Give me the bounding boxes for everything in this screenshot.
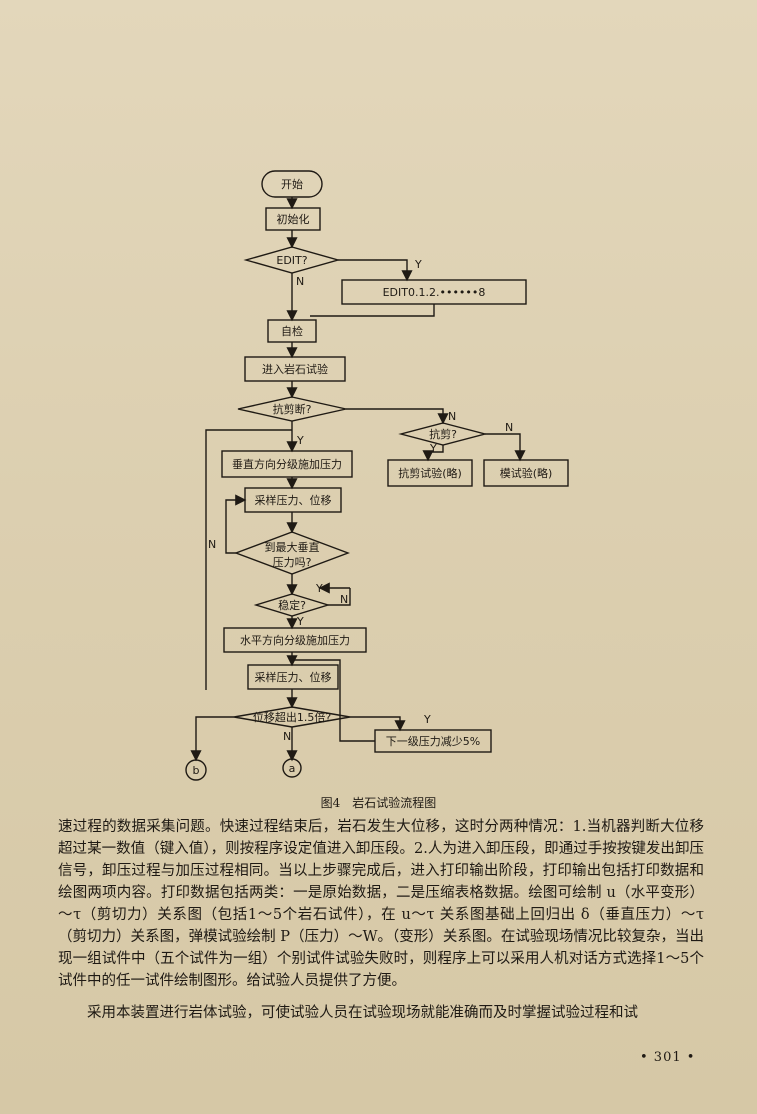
connector-b-label: b — [193, 764, 200, 777]
horizload-label: 水平方向分级施加压力 — [240, 633, 350, 647]
init-box — [265, 207, 321, 231]
editbox-label: EDIT0.1.2.••••••8 — [383, 286, 486, 299]
sheartest-label: 抗剪试验(略) — [398, 466, 462, 480]
sheartest-box — [387, 459, 473, 487]
exceed-label: 位移超出1.5倍? — [253, 710, 331, 724]
shear-yes-label: Y — [429, 442, 437, 455]
maxvert-no-label: N — [208, 538, 216, 551]
connector-b — [185, 759, 207, 781]
sample1-label: 采样压力、位移 — [255, 493, 332, 507]
exceed-no-label: N — [283, 730, 291, 743]
vertload-label: 垂直方向分级施加压力 — [232, 457, 342, 471]
exceed-yes-label: Y — [423, 713, 431, 726]
shearbreak-yes-label: Y — [296, 434, 304, 447]
edit-no-label: N — [296, 275, 304, 288]
maxvert-yes-label: Y — [315, 582, 323, 595]
stable-yes-label: Y — [296, 615, 304, 628]
stable-no-label: N — [340, 593, 348, 606]
modtest-label: 模试验(略) — [500, 466, 553, 480]
connector-a — [282, 758, 302, 778]
enter-box — [244, 356, 346, 382]
maxvert-label-2: 压力吗? — [273, 556, 312, 569]
connector-a-label: a — [289, 762, 296, 775]
shearbreak-no-label: N — [448, 410, 456, 423]
shear-label: 抗剪? — [429, 427, 457, 441]
shear-no-label: N — [505, 421, 513, 434]
vertload-box — [221, 450, 353, 478]
edit-label: EDIT? — [276, 254, 307, 267]
enter-label: 进入岩石试验 — [262, 362, 328, 376]
paragraph-2: 采用本装置进行岩体试验，可使试验人员在试验现场就能准确而及时掌握试验过程和试 — [87, 1005, 638, 1021]
rock-test-flowchart: 开始 初始化 EDIT? EDIT0.1.2.••••••8 自检 进入岩石试验… — [185, 170, 569, 781]
sample2-box — [247, 664, 339, 690]
paragraph-1: 速过程的数据采集问题。快速过程结束后，岩石发生大位移，这时分两种情况：1.当机器… — [58, 819, 704, 989]
init-label: 初始化 — [277, 212, 310, 226]
stable-label: 稳定? — [278, 598, 306, 612]
figure-caption: 图4 岩石试验流程图 — [320, 796, 437, 810]
reduce-label: 下一级压力减少5% — [386, 735, 480, 748]
shearbreak-label: 抗剪断? — [273, 402, 312, 416]
edit-yes-label: Y — [414, 258, 422, 271]
selfcheck-label: 自检 — [281, 324, 303, 338]
maxvert-label-1: 到最大垂直 — [265, 540, 320, 554]
sample2-label: 采样压力、位移 — [255, 670, 332, 684]
start-label: 开始 — [281, 177, 303, 191]
page-number: • 301 • — [640, 1050, 696, 1065]
body-text: 速过程的数据采集问题。快速过程结束后，岩石发生大位移，这时分两种情况：1.当机器… — [58, 816, 704, 1024]
horizload-box — [223, 627, 367, 653]
modtest-box — [483, 459, 569, 487]
